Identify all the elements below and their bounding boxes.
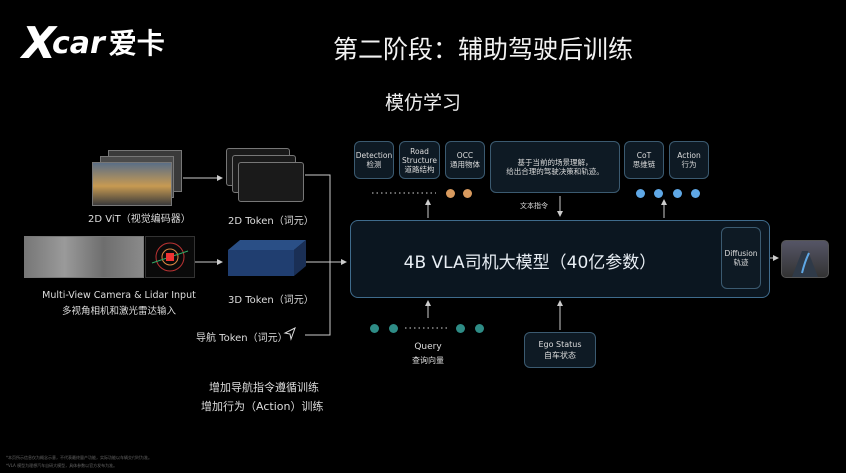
disclaimer-line-1: *本页所示信息仅为概念示意，不代表最终量产功能，实际功能以车辆交付时为准。	[6, 455, 152, 460]
camera-image-front	[92, 162, 172, 206]
occ-en: OCC	[456, 151, 474, 160]
xcar-logo: X car 爱卡	[22, 22, 165, 66]
detection-cn: 检测	[366, 160, 382, 169]
lidar-pointcloud-graphic	[151, 242, 189, 272]
camera-label-cn: 多视角相机和激光雷达输入	[61, 306, 176, 317]
query-label-en: Query	[414, 342, 442, 352]
detection-box: Detection 检测	[354, 141, 394, 179]
token-3d-block	[228, 240, 306, 276]
cot-cn: 思维链	[632, 160, 656, 169]
logo-word: car	[51, 26, 105, 61]
query-token-dot	[456, 324, 465, 333]
navigation-arrow-icon	[283, 327, 296, 341]
occ-box: OCC 通用物体	[445, 141, 485, 179]
action-cn: 行为	[681, 160, 697, 169]
query-label-cn: 查询向量	[412, 356, 444, 365]
ego-en: Ego Status	[538, 340, 582, 349]
trajectory-graphic	[792, 251, 818, 277]
vla-model-box	[350, 220, 770, 298]
logo-mark: X	[22, 18, 56, 69]
trajectory-output-image	[781, 240, 829, 278]
multi-view-camera-image	[24, 236, 144, 278]
page-subtitle: 模仿学习	[384, 92, 461, 114]
token-nav-label: 导航 Token（词元）	[196, 333, 288, 344]
output-token-dot	[463, 189, 472, 198]
output-token-dot	[691, 189, 700, 198]
output-token-dot	[654, 189, 663, 198]
vit-label: 2D ViT（视觉编码器）	[88, 214, 191, 225]
query-token-dot	[370, 324, 379, 333]
text-instruction-label: 文本指令	[520, 202, 548, 210]
action-en: Action	[677, 151, 701, 160]
cot-box: CoT 思维链	[624, 141, 664, 179]
token-2d-label: 2D Token（词元）	[228, 216, 314, 227]
output-token-dot	[673, 189, 682, 198]
footer-note-2: 增加行为（Action）训练	[201, 400, 324, 413]
diffusion-cn: 轨迹	[733, 258, 749, 267]
road-cn: 道路结构	[404, 164, 435, 174]
vla-model-label: 4B VLA司机大模型（40亿参数）	[403, 253, 657, 273]
road-en-1: Road	[410, 146, 429, 156]
road-en-2: Structure	[402, 155, 437, 165]
token-card-front	[238, 162, 304, 202]
query-token-dot	[475, 324, 484, 333]
lidar-image	[145, 236, 195, 278]
query-token-dot	[389, 324, 398, 333]
cot-en: CoT	[636, 151, 652, 160]
detection-en: Detection	[355, 151, 393, 160]
scene-understanding-box: 基于当前的场景理解， 给出合理的驾驶决策和轨迹。	[490, 141, 620, 193]
occ-cn: 通用物体	[450, 160, 480, 169]
page-title: 第二阶段：辅助驾驶后训练	[332, 35, 633, 64]
ego-status-box: Ego Status 自车状态	[524, 332, 596, 368]
output-token-dot	[446, 189, 455, 198]
diffusion-en: Diffusion	[724, 249, 758, 258]
action-box: Action 行为	[669, 141, 709, 179]
camera-label-en: Multi-View Camera & Lidar Input	[42, 290, 196, 301]
ego-cn: 自车状态	[544, 351, 576, 360]
logo-cn: 爱卡	[108, 27, 165, 60]
scene-line-1: 基于当前的场景理解，	[517, 158, 593, 167]
footer-note-1: 增加导航指令遵循训练	[209, 381, 319, 394]
disclaimer-line-2: *VLA 模型为理想汽车自研大模型，具体参数以官方发布为准。	[6, 463, 118, 468]
output-token-dot	[636, 189, 645, 198]
scene-line-2: 给出合理的驾驶决策和轨迹。	[506, 167, 604, 176]
diffusion-box: Diffusion 轨迹	[721, 227, 761, 289]
road-structure-box: Road Structure 道路结构	[399, 141, 440, 179]
token-3d-label: 3D Token（词元）	[228, 295, 314, 306]
